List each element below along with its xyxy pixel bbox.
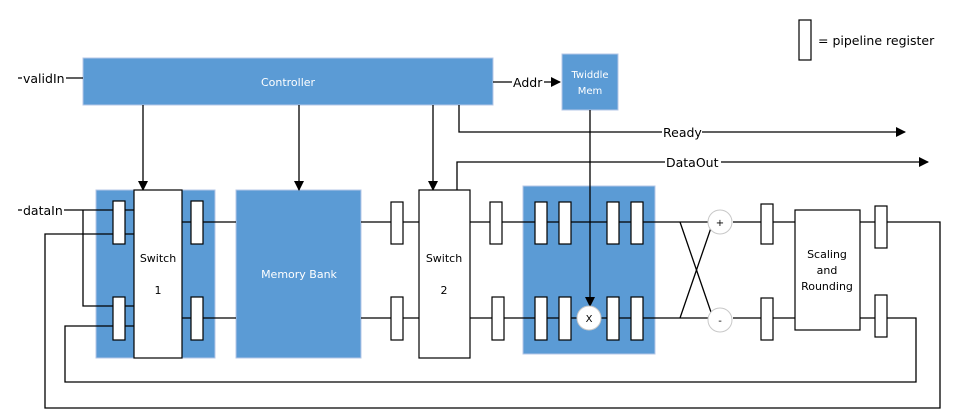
legend-label: = pipeline register [818,33,935,48]
pipeline-register [558,201,572,245]
switch2-block [418,189,471,359]
switch1-block [133,189,183,359]
feedback-wire-top [44,221,941,409]
feedback-wire-bottom [64,317,917,383]
ready-label: Ready [663,125,702,140]
controller-label: Controller [261,76,316,89]
memory-bank-label: Memory Bank [261,268,337,281]
pipeline-register [390,296,404,341]
switch2-label-line2: 2 [441,284,448,297]
ready-wire [458,105,906,137]
pipeline-register [606,296,620,341]
pipeline-register [390,201,404,245]
pipeline-register [630,201,644,245]
controller-block [82,57,494,106]
subtractor-node [707,307,733,333]
switch2-label-line1: Switch [426,252,462,265]
pipeline-register [534,296,548,341]
add-symbol: + [716,218,724,229]
legend-register-icon [798,19,812,61]
scaling-rounding-block [794,209,861,331]
twiddle-label-line2: Mem [578,86,603,97]
cross-wire [679,221,714,319]
multiply-symbol: X [586,314,593,325]
scaling-label-line3: Rounding [801,280,853,293]
multiplier-node [576,305,602,331]
pipeline-registers [112,200,888,341]
pipeline-register [760,297,774,341]
dataout-wire [456,157,929,190]
adder-node [707,209,733,235]
pipeline-register [489,201,503,245]
addr-label: Addr [513,75,543,90]
dataout-label: DataOut [666,155,719,170]
subtract-symbol: - [718,316,722,327]
pipeline-register [112,200,126,245]
pipeline-register [491,296,505,341]
pipeline-register [112,296,126,341]
pipeline-register [874,294,888,338]
pipeline-register [190,200,204,245]
pipeline-register [558,296,572,341]
validin-label: validIn [23,71,65,86]
scaling-label-line1: Scaling [807,248,847,261]
pipeline-register [606,201,620,245]
switch1-label-line1: Switch [140,252,176,265]
pipeline-register [190,296,204,341]
pipeline-register [874,205,888,249]
datain-label: dataIn [23,203,63,218]
scaling-label-line2: and [817,264,838,277]
twiddle-mem-block [561,53,619,111]
twiddle-label-line1: Twiddle [570,70,608,81]
switch1-label-line2: 1 [155,284,162,297]
pipeline-register [534,201,548,245]
pipeline-register [760,203,774,245]
pipeline-register [630,296,644,341]
